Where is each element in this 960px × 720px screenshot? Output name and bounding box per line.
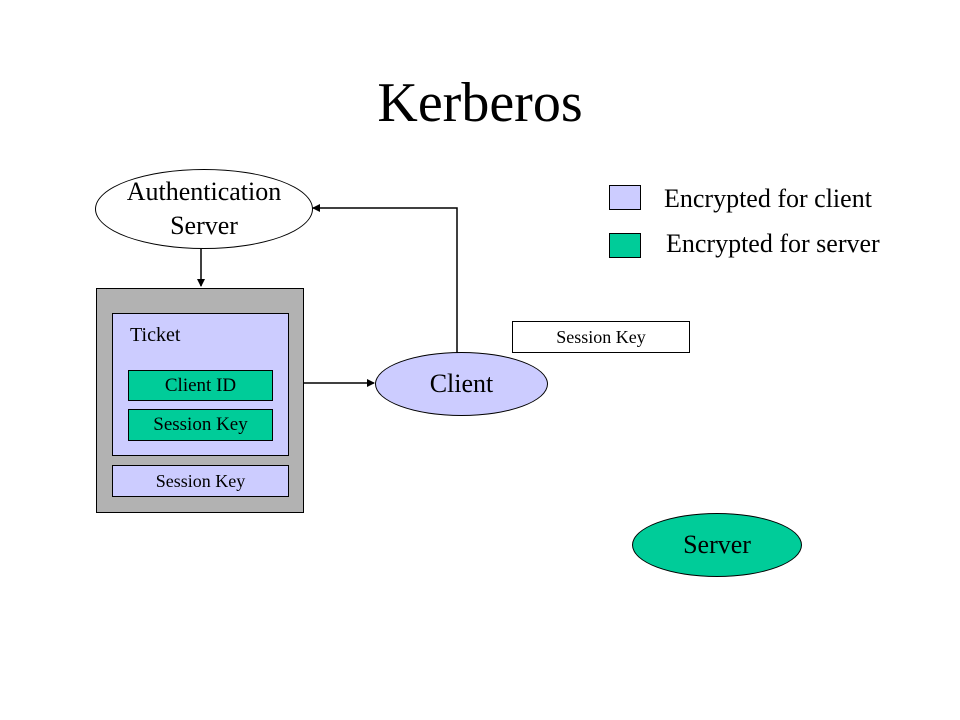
legend-label-client: Encrypted for client [664,184,872,213]
arrow-client-to-auth [312,204,458,353]
auth-server-label-line2: Server [170,211,238,240]
server-node: Server [632,513,802,577]
legend-swatch-server [609,233,641,258]
ticket-label: Ticket [130,324,181,346]
message-session-key: Session Key [112,465,289,497]
authentication-server-node: Authentication Server [95,169,313,249]
client-node: Client [375,352,548,416]
ticket-client-id: Client ID [128,370,273,401]
legend-label-server: Encrypted for server [666,229,880,258]
auth-server-label-line1: Authentication [126,177,282,206]
diagram-title: Kerberos [377,72,583,134]
client-session-key: Session Key [512,321,690,353]
ticket-session-key: Session Key [128,409,273,441]
legend-swatch-client [609,185,641,210]
